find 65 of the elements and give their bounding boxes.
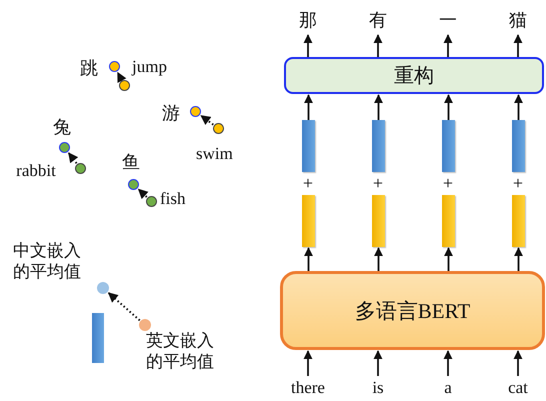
embedding-vector-bar xyxy=(372,195,385,247)
dotted-arrow xyxy=(116,72,126,83)
embedding-point xyxy=(190,106,201,117)
point-label: jump xyxy=(132,56,167,78)
point-label: 中文嵌入的平均值 xyxy=(13,240,82,282)
point-label: swim xyxy=(196,143,233,164)
output-vector-bar xyxy=(302,120,315,172)
output-token: 一 xyxy=(434,6,462,34)
point-label: 英文嵌入的平均值 xyxy=(146,330,215,372)
embedding-point xyxy=(119,80,130,91)
input-token: a xyxy=(423,376,473,400)
plus-sign: + xyxy=(512,174,524,192)
point-label: rabbit xyxy=(15,161,57,181)
arrow xyxy=(374,94,383,120)
embedding-point xyxy=(128,179,139,190)
arrow xyxy=(304,34,312,57)
output-vector-bar xyxy=(442,120,455,172)
point-label: fish xyxy=(160,188,186,210)
model-box xyxy=(280,271,545,350)
dotted-arrow xyxy=(200,114,214,126)
arrow xyxy=(514,350,522,376)
embedding-point xyxy=(109,61,120,72)
arrow xyxy=(304,350,312,376)
output-token: 有 xyxy=(364,6,392,34)
plus-sign: + xyxy=(442,174,454,192)
point-label: 游 xyxy=(162,102,180,124)
arrow xyxy=(514,34,522,57)
plus-sign: + xyxy=(372,174,384,192)
output-token: 那 xyxy=(294,6,322,34)
input-token: is xyxy=(353,376,403,400)
embedding-point xyxy=(97,282,109,294)
embedding-point xyxy=(213,123,224,134)
output-vector-bar xyxy=(512,120,525,172)
dotted-arrow xyxy=(68,152,78,164)
arrow xyxy=(374,350,382,376)
arrow xyxy=(444,247,453,271)
point-label: 兔 xyxy=(53,116,71,138)
embedding-point xyxy=(75,163,86,174)
arrow xyxy=(444,94,453,120)
dotted-arrow xyxy=(108,292,140,322)
dotted-arrow xyxy=(138,188,149,200)
input-token: there xyxy=(283,376,333,400)
reconstruction-box xyxy=(284,57,544,94)
arrow xyxy=(514,94,523,120)
arrow xyxy=(374,34,382,57)
embedding-vector-bar xyxy=(512,195,525,247)
arrow xyxy=(444,34,452,57)
embedding-point xyxy=(139,319,151,331)
box-label: 重构 xyxy=(394,64,434,89)
box-label: 多语言BERT xyxy=(354,298,470,324)
arrow xyxy=(444,350,452,376)
plus-sign: + xyxy=(302,174,314,192)
point-label: 鱼 xyxy=(122,151,140,174)
input-token: cat xyxy=(493,376,543,400)
embedding-point xyxy=(59,142,70,153)
embedding-vector-bar xyxy=(442,195,455,247)
arrow xyxy=(374,247,383,271)
arrow xyxy=(304,247,313,271)
output-token: 猫 xyxy=(504,6,532,34)
embedding-vector-bar xyxy=(302,195,315,247)
output-vector-bar xyxy=(372,120,385,172)
point-label: 跳 xyxy=(80,57,98,80)
arrow xyxy=(514,247,523,271)
arrow xyxy=(304,94,313,120)
embedding-point xyxy=(146,196,157,207)
